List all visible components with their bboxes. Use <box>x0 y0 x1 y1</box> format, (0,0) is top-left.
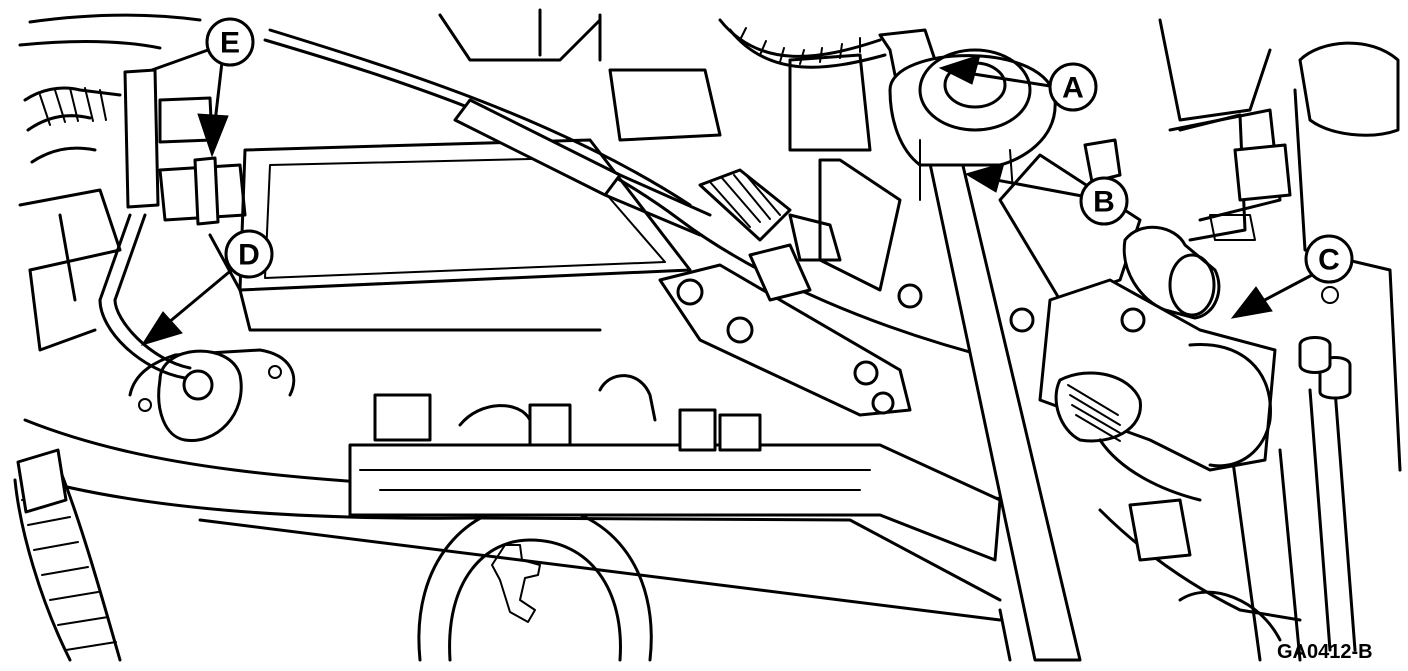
callout-e-label: E <box>220 27 240 60</box>
callout-a-label: A <box>1062 72 1084 105</box>
callout-c-arrowhead <box>1230 286 1273 319</box>
callout-b-label: B <box>1093 186 1115 219</box>
callout-a-circle <box>1048 62 1098 112</box>
callout-a: A <box>1048 62 1098 112</box>
callout-d-circle <box>224 229 274 279</box>
figure-code: GA0412-B <box>1277 641 1373 663</box>
callout-c: C <box>1304 234 1354 284</box>
engine-outline <box>13 8 1402 662</box>
callout-c-circle <box>1304 234 1354 284</box>
callout-d-arrowhead <box>140 311 183 346</box>
callout-d: D <box>224 229 274 279</box>
callout-e-leader-1 <box>151 48 209 72</box>
callout-e-circle <box>205 17 255 67</box>
callout-b: B <box>1079 176 1129 226</box>
callout-e-arrowhead <box>197 113 229 158</box>
callout-d-label: D <box>238 239 260 272</box>
callout-b-circle <box>1079 176 1129 226</box>
callout-e: E <box>205 17 255 67</box>
callout-a-arrowhead <box>938 54 981 85</box>
callout-c-label: C <box>1318 244 1340 277</box>
callout-b-arrowhead <box>964 162 1005 193</box>
callout-leaders <box>140 48 1313 346</box>
